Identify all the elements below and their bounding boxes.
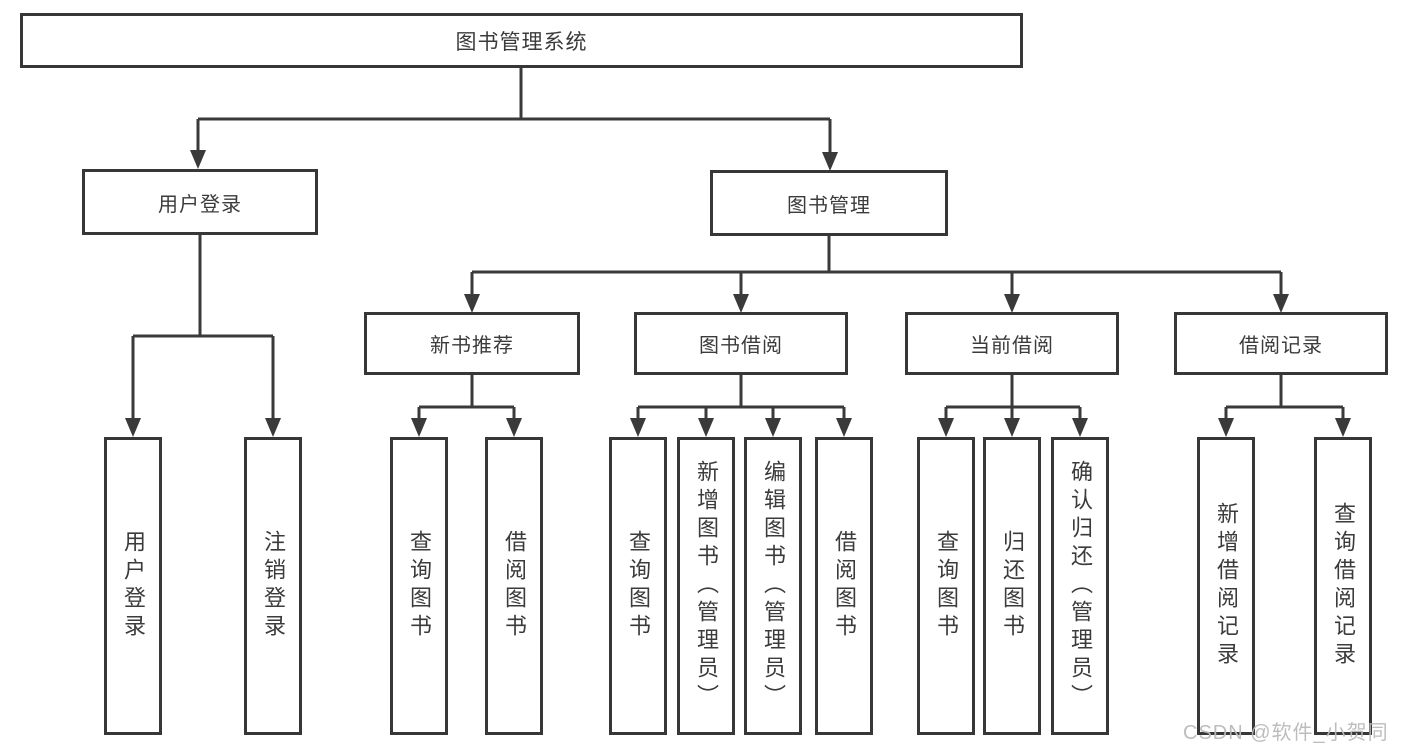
node-book-management-branch: 图书管理: [710, 170, 948, 236]
leaf-query-books-borrowing: 查询图书: [609, 437, 667, 735]
node-library-management-system: 图书管理系统: [20, 13, 1023, 68]
leaf-user-login: 用户登录: [104, 437, 162, 735]
leaf-query-books-current: 查询图书: [917, 437, 975, 735]
node-current-borrowing: 当前借阅: [905, 312, 1119, 375]
leaf-borrow-books: 借阅图书: [815, 437, 873, 735]
leaf-add-books-admin: 新增图书（管理员）: [677, 437, 735, 735]
arrow-down-icons: [125, 150, 1351, 437]
csdn-watermark: CSDN @软件_小贺同学: [1183, 722, 1389, 744]
node-new-book-recommendation: 新书推荐: [364, 312, 580, 375]
leaf-confirm-return-admin: 确认归还（管理员）: [1051, 437, 1109, 735]
leaf-logout: 注销登录: [244, 437, 302, 735]
node-user-login-branch: 用户登录: [82, 169, 318, 235]
node-borrowing-records: 借阅记录: [1174, 312, 1388, 375]
node-book-borrowing: 图书借阅: [634, 312, 848, 375]
leaf-query-borrow-record: 查询借阅记录: [1314, 437, 1372, 735]
leaf-add-borrow-record: 新增借阅记录: [1197, 437, 1255, 735]
leaf-edit-books-admin: 编辑图书（管理员）: [744, 437, 802, 735]
leaf-return-books: 归还图书: [983, 437, 1041, 735]
leaf-borrow-books-recommend: 借阅图书: [485, 437, 543, 735]
leaf-query-books-recommend: 查询图书: [390, 437, 448, 735]
